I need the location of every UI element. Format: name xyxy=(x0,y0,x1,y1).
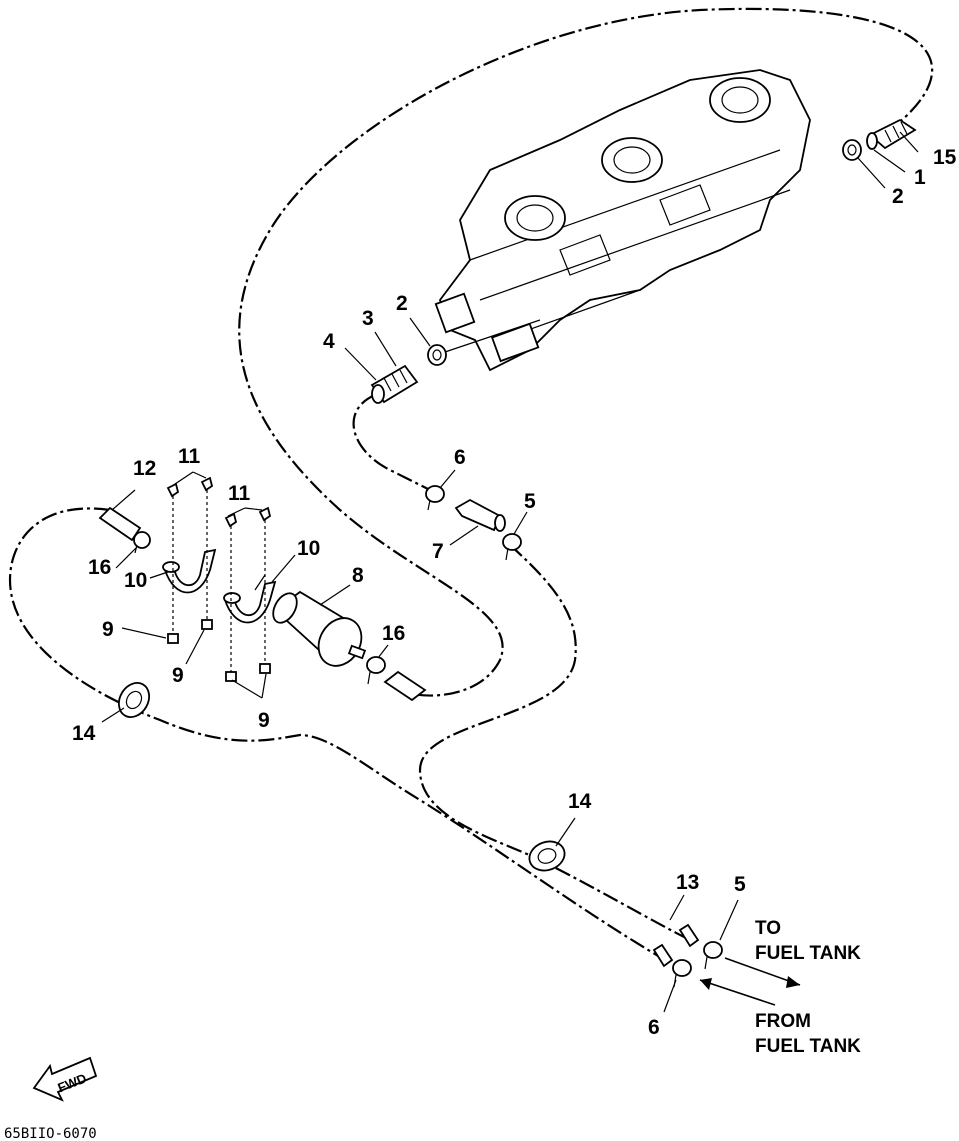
callout-15: 15 xyxy=(933,146,957,169)
callout-13: 13 xyxy=(676,871,699,894)
callout-4: 4 xyxy=(323,330,335,353)
hose-end-filter xyxy=(383,670,427,702)
supply-hose-carb xyxy=(352,393,441,496)
hose-clamp-6-upper xyxy=(425,485,445,511)
filter-outlet-hose xyxy=(418,544,691,941)
callout-2-upper: 2 xyxy=(892,185,904,208)
callout-14-left: 14 xyxy=(72,722,96,745)
to-fuel-tank-arrow xyxy=(724,957,801,988)
hose-end-12 xyxy=(98,506,142,542)
callout-16-right: 16 xyxy=(382,622,405,645)
callout-5-lower: 5 xyxy=(734,873,746,896)
callout-12: 12 xyxy=(133,457,156,480)
callout-7: 7 xyxy=(432,540,444,563)
diagram-code: 65BIIO-6070 xyxy=(4,1126,97,1141)
callout-11-left: 11 xyxy=(178,445,201,468)
callout-1: 1 xyxy=(914,166,926,189)
hose-clamp-middle xyxy=(427,344,447,366)
from-fuel-tank-label-line1: FROM xyxy=(755,1011,811,1032)
grommet-14-right xyxy=(528,840,566,872)
hose-clamp-upper xyxy=(842,139,862,161)
callout-10-right: 10 xyxy=(297,537,320,560)
from-fuel-tank-label-line2: FUEL TANK xyxy=(755,1036,861,1057)
callout-11-right: 11 xyxy=(228,482,251,505)
callout-16-left: 16 xyxy=(88,556,111,579)
filter-holder-left xyxy=(162,548,217,594)
hose-clamp-5-lower xyxy=(703,941,723,970)
leader-lines xyxy=(101,131,919,1013)
screw-11-d xyxy=(258,506,272,666)
nut-9-d xyxy=(259,663,271,674)
callout-8: 8 xyxy=(352,564,364,587)
callout-14-right: 14 xyxy=(568,790,592,813)
inlet-joint-upper xyxy=(866,118,917,150)
callout-6-lower: 6 xyxy=(648,1016,660,1039)
return-hose-upper xyxy=(238,7,934,697)
hose-clamp-16-left xyxy=(133,531,151,554)
callout-9-right: 9 xyxy=(258,709,270,732)
callout-6-upper: 6 xyxy=(454,446,466,469)
filter-holder-right xyxy=(223,580,277,624)
joint-7 xyxy=(454,498,506,532)
fwd-arrow-icon: FWD xyxy=(32,1056,98,1102)
callout-2-middle: 2 xyxy=(396,292,408,315)
callout-5-upper: 5 xyxy=(524,490,536,513)
filter-inlet-hose xyxy=(8,507,666,961)
screw-11-b xyxy=(200,476,214,620)
carburetor-assembly xyxy=(434,69,811,372)
to-fuel-tank-label-line2: FUEL TANK xyxy=(755,943,861,964)
hose-clamp-5-upper xyxy=(502,533,522,561)
hose-clamp-16-right xyxy=(366,656,386,685)
to-fuel-tank-label-line1: TO xyxy=(755,918,781,939)
screw-11-c xyxy=(224,512,238,676)
hose-end-13-lower xyxy=(652,943,674,968)
carb-throat-3 xyxy=(709,77,771,123)
callout-3: 3 xyxy=(362,307,374,330)
callout-10-left: 10 xyxy=(124,569,147,592)
carb-throat-1 xyxy=(504,195,566,241)
inlet-joint-middle xyxy=(370,364,419,404)
callout-9-left: 9 xyxy=(102,618,114,641)
hose-end-13-upper xyxy=(678,923,700,948)
nut-9-a xyxy=(167,633,179,644)
callout-9-middle: 9 xyxy=(172,664,184,687)
nut-9-c xyxy=(225,671,237,682)
from-fuel-tank-arrow xyxy=(699,978,776,1006)
nut-9-b xyxy=(201,619,213,630)
carb-throat-2 xyxy=(601,137,663,183)
grommet-14-left xyxy=(118,682,150,718)
fuel-filter xyxy=(272,590,367,667)
hose-clamp-6-lower xyxy=(672,959,692,988)
